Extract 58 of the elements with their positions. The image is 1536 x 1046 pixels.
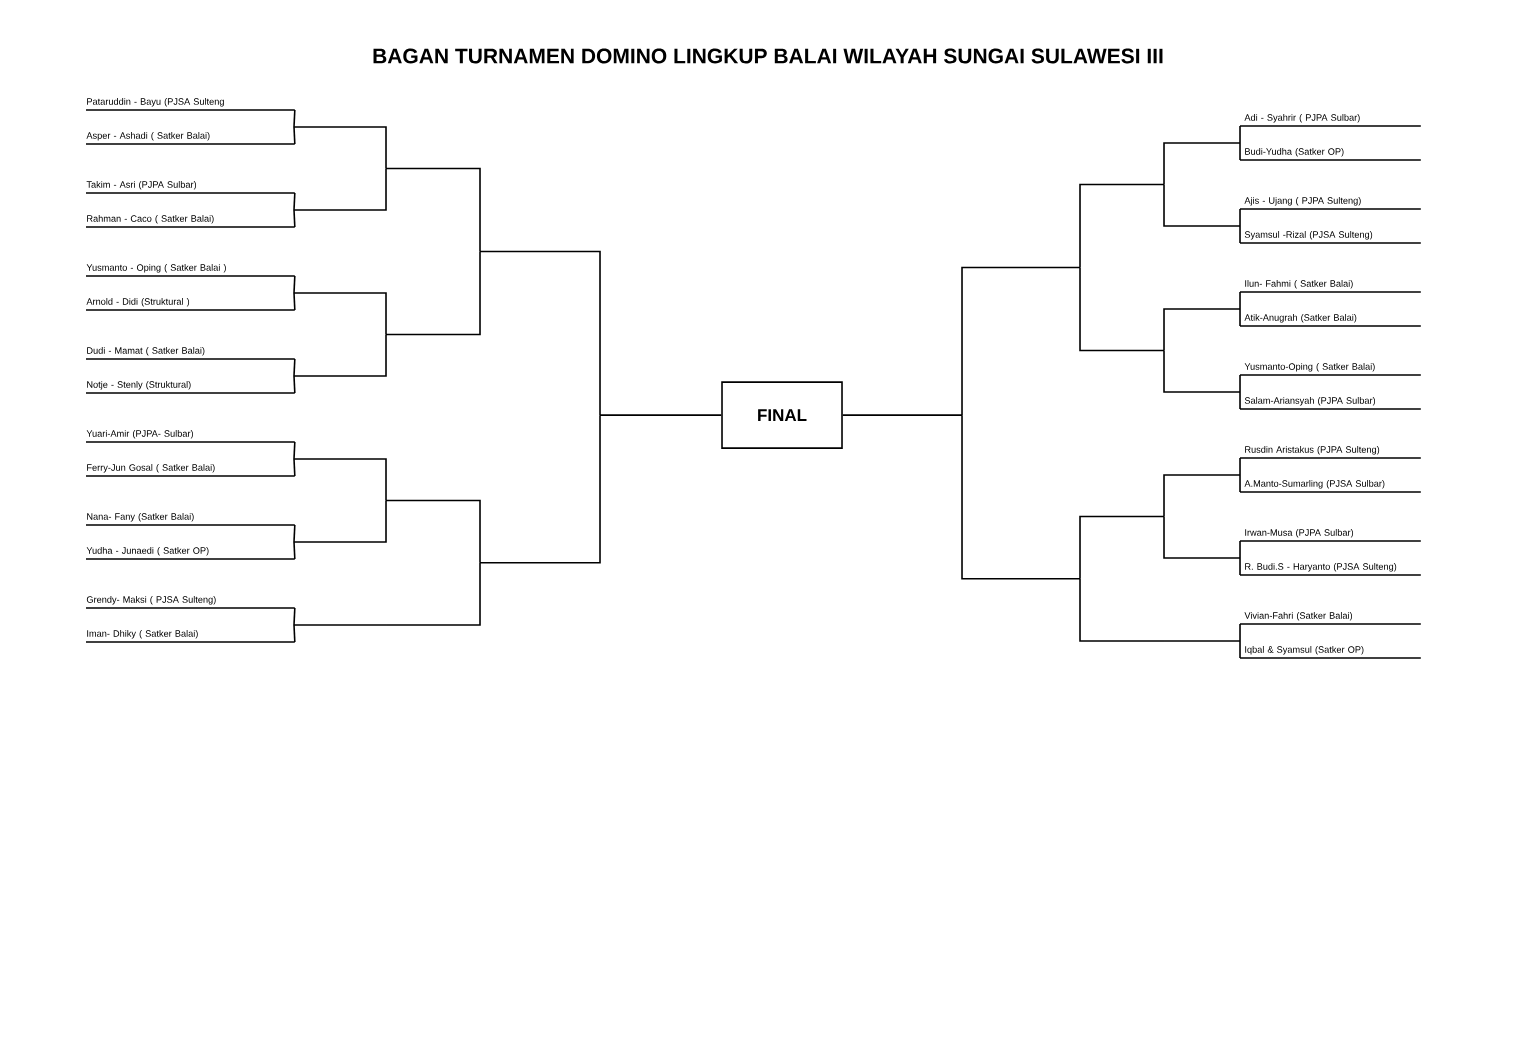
bracket-line	[1079, 183, 1165, 269]
bracket-line	[1239, 640, 1241, 659]
bracket-line	[385, 561, 481, 626]
bracket-line	[1239, 291, 1241, 310]
bracket-line	[293, 167, 387, 211]
bracket-line	[293, 109, 296, 128]
bracket-line	[293, 541, 296, 560]
bracket-line	[293, 458, 387, 502]
bracket-line	[293, 624, 387, 626]
bracket-line	[293, 333, 387, 377]
bracket-line	[1239, 374, 1241, 393]
bracket-line	[1239, 557, 1241, 576]
bracket-line	[1163, 183, 1241, 227]
bracket-line	[293, 499, 387, 543]
bracket-line	[1079, 515, 1165, 580]
bracket-line	[479, 414, 601, 564]
bracket-line	[1163, 349, 1241, 393]
bracket-line	[293, 126, 387, 170]
final-box: FINAL	[721, 381, 843, 449]
bracket-line	[293, 524, 296, 543]
bracket-line	[293, 458, 296, 477]
bracket-line	[1239, 208, 1241, 227]
bracket-line	[293, 192, 296, 211]
bracket-line	[1239, 125, 1241, 144]
bracket-line	[293, 607, 296, 626]
bracket-line	[1239, 308, 1241, 327]
bracket-line	[1163, 308, 1241, 352]
bracket-line	[479, 250, 601, 416]
bracket-line	[385, 499, 481, 564]
bracket-line	[293, 209, 296, 228]
bracket-line	[293, 275, 296, 294]
bracket-line	[842, 414, 963, 416]
bracket-line	[961, 266, 1081, 416]
bracket-line	[961, 414, 1081, 580]
bracket-line	[293, 624, 296, 643]
bracket-line	[599, 414, 722, 416]
title: BAGAN TURNAMEN DOMINO LINGKUP BALAI WILAYAH SUNGAI SULAWESI III	[373, 48, 1163, 64]
bracket-line	[1239, 142, 1241, 161]
bracket-line	[293, 292, 387, 336]
bracket-line	[1239, 391, 1241, 410]
bracket-line	[385, 167, 481, 253]
bracket-line	[1163, 474, 1241, 518]
bracket-line	[1239, 540, 1241, 559]
bracket-line	[1239, 623, 1241, 642]
bracket-line	[293, 375, 296, 394]
bracket-line	[293, 441, 296, 460]
bracket-line	[1239, 457, 1241, 476]
bracket-line	[1163, 640, 1241, 642]
bracket-line	[1239, 225, 1241, 244]
bracket-line	[1079, 266, 1165, 352]
bracket-line	[1163, 142, 1241, 186]
bracket-line	[1079, 577, 1165, 642]
bracket-line	[1239, 474, 1241, 493]
bracket-line	[293, 126, 296, 145]
bracket-line	[1163, 515, 1241, 559]
bracket-line	[293, 292, 296, 311]
bracket-line	[385, 250, 481, 336]
bracket-line	[293, 358, 296, 377]
